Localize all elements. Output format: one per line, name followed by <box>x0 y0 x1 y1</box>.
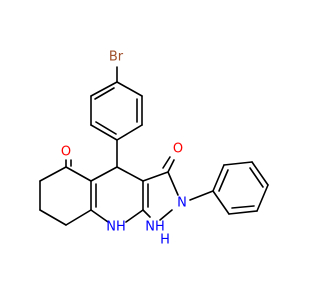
bond-c3a-c3 <box>142 171 169 182</box>
bond-aryl-1 <box>90 81 118 97</box>
bond-c7-c8 <box>39 209 67 226</box>
bond-ph-5d <box>231 205 255 209</box>
amine-nh-label: NH <box>106 220 126 235</box>
bond-n1-c9a <box>142 209 151 218</box>
ketone-oxygen-label: O <box>61 145 71 160</box>
bond-ph-6 <box>212 190 230 215</box>
bond-aryl-6 <box>116 81 143 97</box>
bond-c3-o <box>167 159 175 173</box>
bond-c8-c8a <box>65 209 92 226</box>
bond-aryl-3 <box>90 124 118 141</box>
bond-ph-1d <box>218 169 229 192</box>
ring-nitrogen-label: N <box>177 196 187 211</box>
atom-label-layer: Br O O N NH NH H <box>61 50 187 248</box>
bond-c4-c3a <box>116 166 144 182</box>
bond-ph-4 <box>256 184 269 212</box>
bond-c4-c4a <box>90 166 118 182</box>
bond-ph-3 <box>251 161 269 186</box>
bond-n2-n1 <box>159 209 173 221</box>
bond-c3-n2 <box>167 171 179 196</box>
bond-n9-c9a <box>125 209 144 223</box>
bond-layer <box>39 66 269 226</box>
pyrazolone-oxygen-label: O <box>173 142 183 157</box>
bond-c4a-c5 <box>65 166 92 182</box>
bond-ph-5 <box>228 210 258 215</box>
pyrazole-h-label: H <box>160 233 170 248</box>
bond-ph-1 <box>212 164 225 192</box>
bond-n2-phenyl <box>189 190 214 201</box>
bond-ph-3d <box>249 167 264 188</box>
bond-c3-o-d <box>162 156 171 169</box>
bromine-label: Br <box>109 50 124 65</box>
bond-ph-2 <box>223 161 253 166</box>
bond-c5-c6 <box>39 166 67 182</box>
bond-aryl-1d <box>94 87 115 100</box>
bond-aryl-3d <box>95 121 117 135</box>
bond-aryl-4 <box>116 124 143 141</box>
pyrazole-nh-label: NH <box>145 220 165 235</box>
bond-c8a-n9 <box>90 209 109 223</box>
molecule-structure: Br O O N NH NH H <box>39 50 269 248</box>
